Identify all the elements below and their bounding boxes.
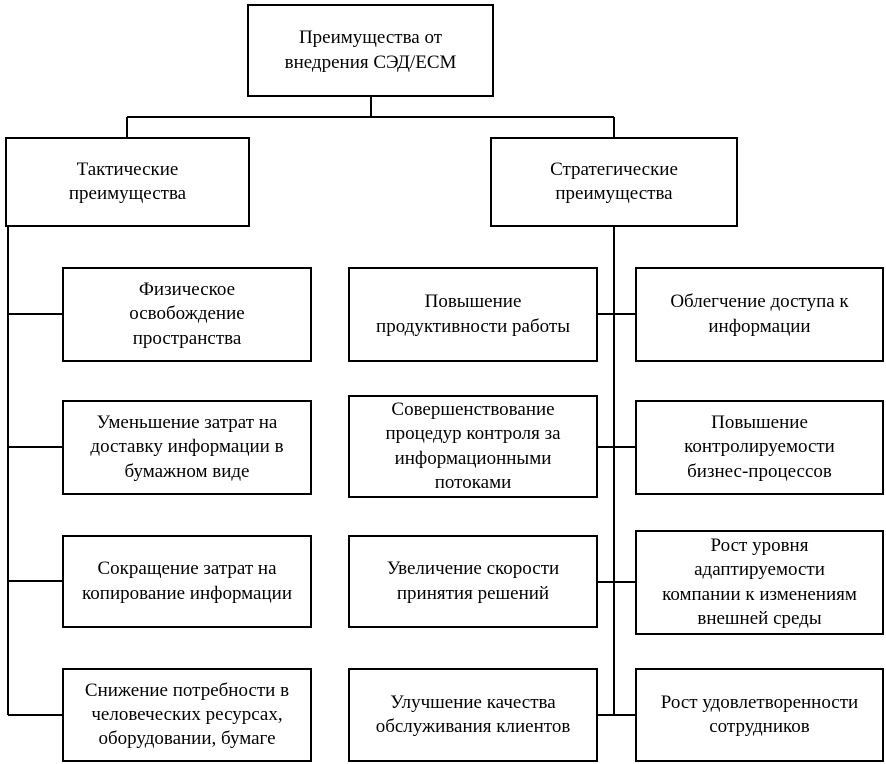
node-strategic-right-4: Рост удовлетворенности сотрудников bbox=[635, 668, 884, 762]
node-strategic-left-2: Совершенствование процедур контроля за и… bbox=[348, 395, 598, 498]
node-strategic-left-4: Улучшение качества обслуживания клиентов bbox=[348, 668, 598, 762]
node-strategic-left-3: Увеличение скорости принятия решений bbox=[348, 535, 598, 628]
connector-root-split bbox=[126, 96, 615, 138]
connector-strategic-branch bbox=[598, 226, 635, 716]
node-tactical-child-2: Уменьшение затрат на доставку информации… bbox=[62, 400, 312, 495]
node-tactical-child-4: Снижение потребности в человеческих ресу… bbox=[62, 668, 312, 762]
connector-tactical-branch bbox=[7, 226, 62, 716]
node-tactical: Тактические преимущества bbox=[5, 137, 250, 227]
node-strategic: Стратегические преимущества bbox=[490, 137, 738, 227]
node-strategic-left-1: Повышение продуктивности работы bbox=[348, 267, 598, 362]
node-tactical-child-1: Физическое освобождение пространства bbox=[62, 267, 312, 362]
node-strategic-right-3: Рост уровня адаптируемости компании к из… bbox=[635, 530, 884, 635]
node-strategic-right-1: Облегчение доступа к информации bbox=[635, 267, 884, 362]
node-tactical-child-3: Сокращение затрат на копирование информа… bbox=[62, 535, 312, 628]
node-root: Преимущества от внедрения СЭД/ECM bbox=[247, 4, 494, 97]
node-strategic-right-2: Повышение контролируемости бизнес-процес… bbox=[635, 400, 884, 495]
